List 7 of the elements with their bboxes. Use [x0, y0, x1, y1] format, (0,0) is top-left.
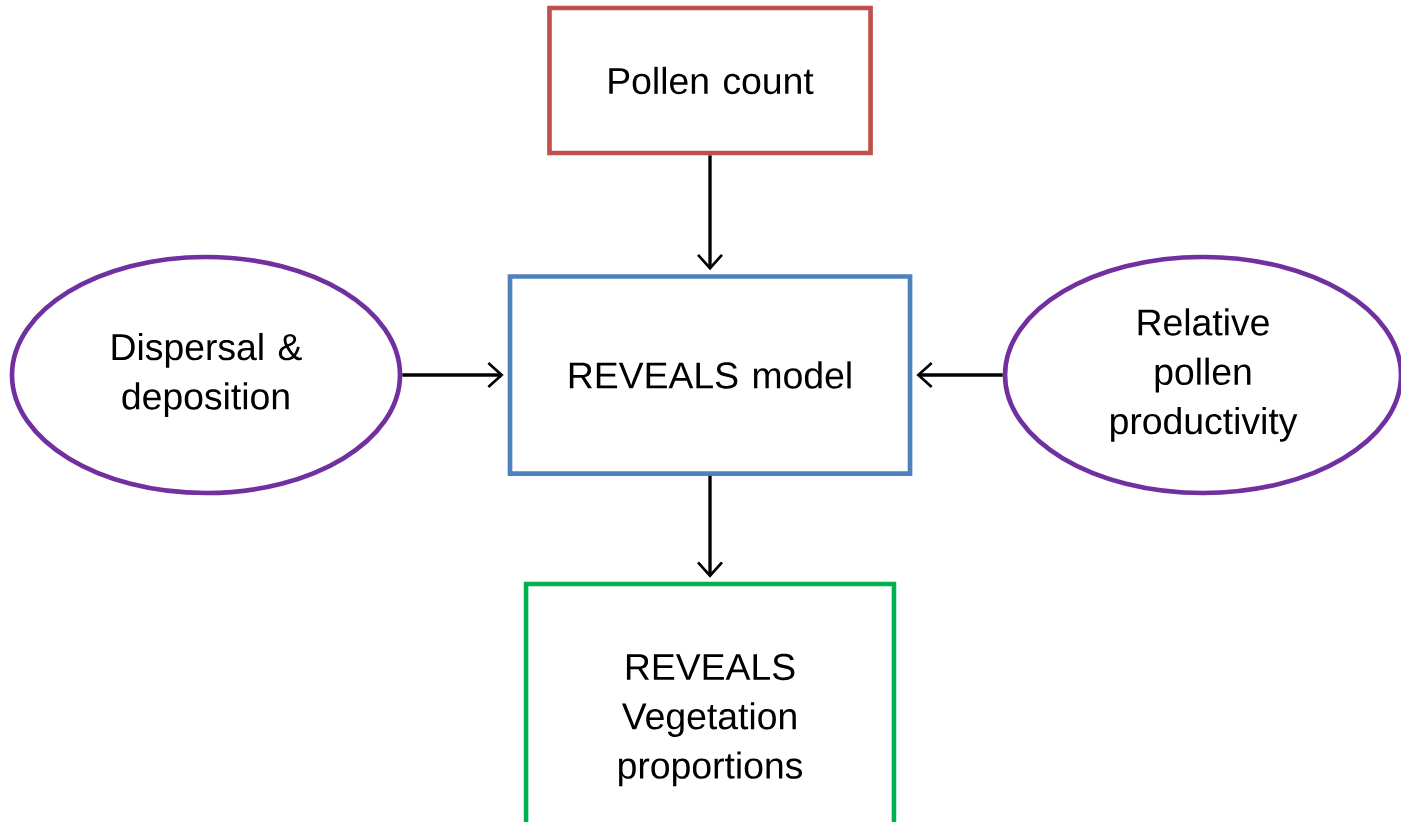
- arrow: [402, 362, 504, 388]
- arrow: [916, 362, 1003, 388]
- arrow: [697, 155, 723, 271]
- output-box: REVEALS Vegetation proportions: [523, 581, 897, 822]
- arrow: [697, 475, 723, 578]
- model-box: REVEALS model: [507, 274, 913, 476]
- process-box: Pollen count: [547, 5, 873, 156]
